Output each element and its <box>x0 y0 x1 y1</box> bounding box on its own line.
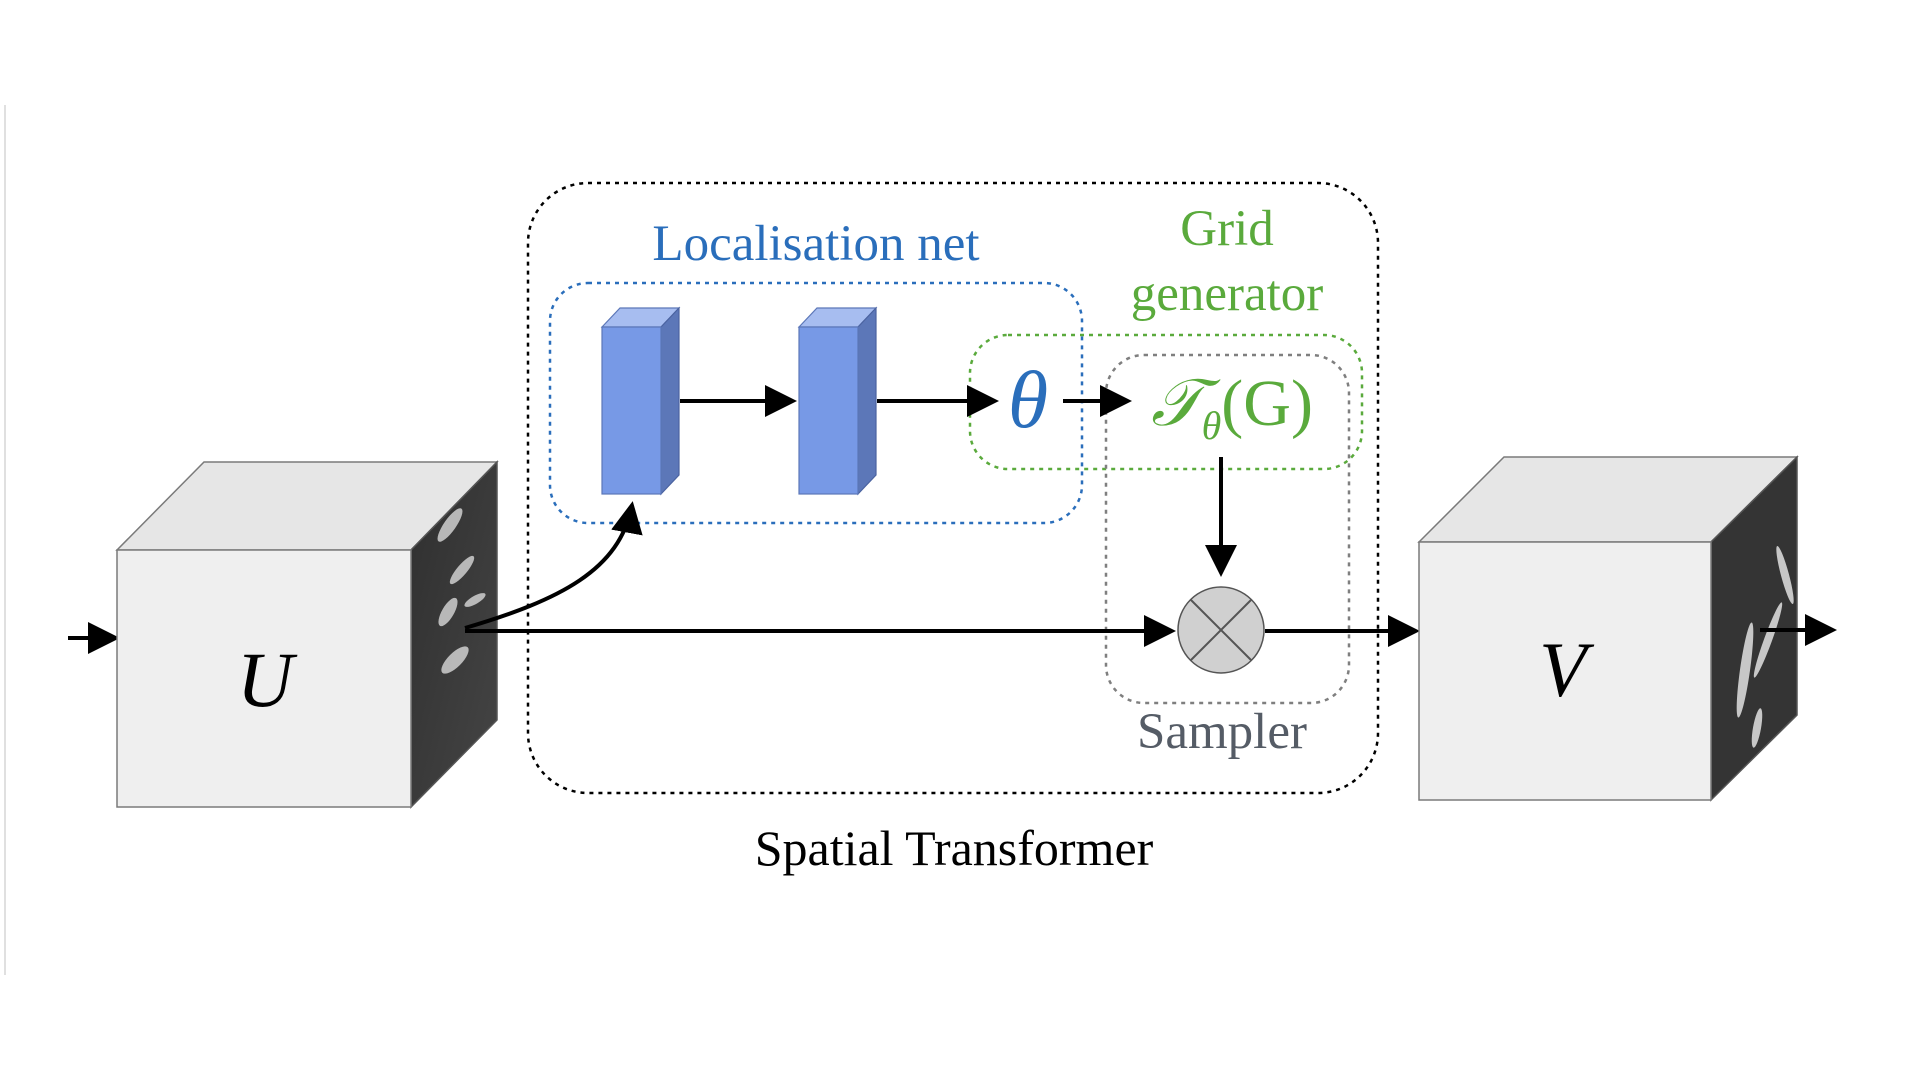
cube-v-feature-map <box>1736 546 1794 748</box>
localisation-net-label: Localisation net <box>652 216 979 272</box>
localisation-layer-2 <box>797 306 878 496</box>
theta-symbol: θ <box>1008 354 1048 445</box>
arrow-input-to-localisation <box>464 501 643 630</box>
grid-generator-label-line2: generator <box>1131 266 1324 322</box>
layer-1-front <box>601 326 662 495</box>
grid-generator-label-line1: Grid <box>1180 201 1273 257</box>
input-label-u: U <box>237 636 298 723</box>
transform-sub: θ <box>1202 403 1222 448</box>
layer-2-front <box>798 326 859 495</box>
output-label-v: V <box>1539 626 1595 713</box>
sampler-label: Sampler <box>1137 704 1307 760</box>
cube-u-front <box>116 549 412 808</box>
circled-times-icon <box>1177 586 1265 674</box>
transform-arg: (G) <box>1221 367 1313 440</box>
output-cube-v: V <box>1417 455 1799 802</box>
localisation-layer-1 <box>600 306 681 496</box>
sampler-box <box>1104 353 1351 705</box>
input-cube-u: U <box>115 460 499 809</box>
layer-2-side <box>857 306 877 496</box>
layer-1-side <box>660 306 680 496</box>
transform-expression: 𝒯θ(G) <box>1151 367 1313 448</box>
grid-generator-box <box>968 333 1364 471</box>
spatial-transformer-box <box>526 181 1380 795</box>
cube-v-front <box>1418 541 1712 801</box>
diagram-title: Spatial Transformer <box>755 820 1154 876</box>
cube-u-feature-map <box>437 508 486 674</box>
